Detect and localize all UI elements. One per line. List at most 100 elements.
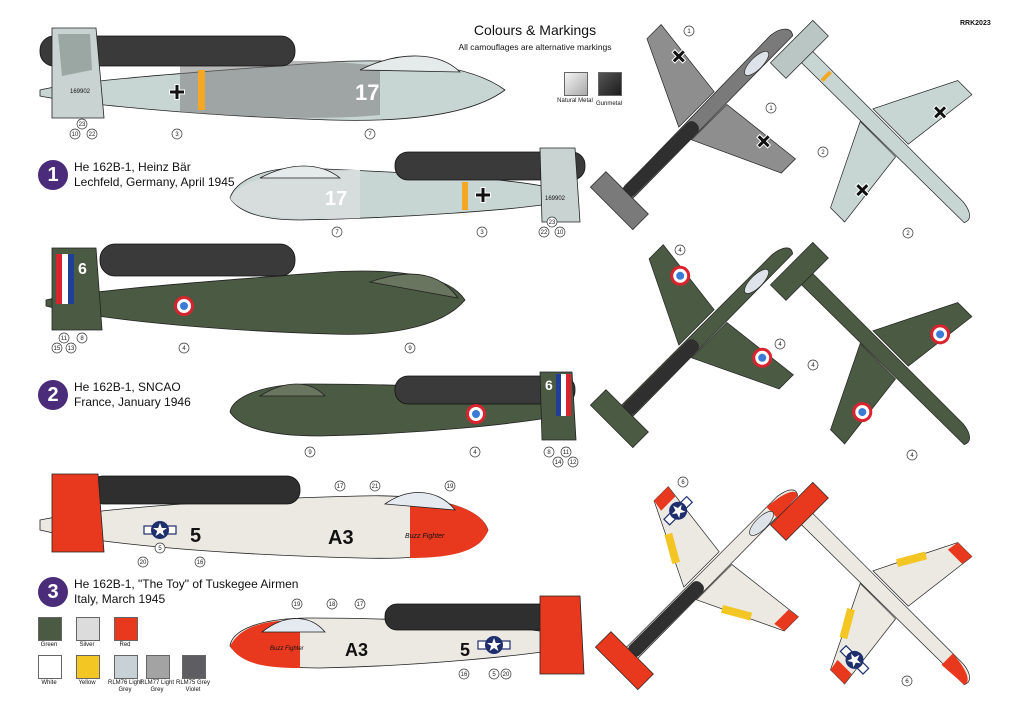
scheme-3-number: 3 [38,577,68,607]
scheme-3-plan-top [594,486,799,691]
callout-s1_side_bottom-4: 10 [554,226,566,238]
callout-s1_side_top-2: 22 [86,128,98,140]
callout-number: 4 [473,450,477,456]
callout-s3_side_top-5: 19 [444,480,456,492]
callout-number: 20 [503,672,510,678]
callout-number: 17 [337,484,344,490]
scheme-1-number: 1 [38,160,68,190]
scheme-3-line2: Italy, March 1945 [74,592,166,606]
callout-s2_side_top-5: 9 [404,342,416,354]
callout-number: 15 [54,346,61,352]
callout-s1_side_top-3: 3 [171,128,183,140]
palette-silver-label: Silver [79,642,95,648]
palette-silver-swatch [76,617,100,641]
callout-number: 9 [408,346,412,352]
scheme-2-caption: He 162B-1, SNCAO France, January 1946 [74,380,191,410]
callout-s3_side_bottom-5: 20 [500,668,512,680]
callout-s2_side_top-2: 13 [65,342,77,354]
scheme-3-side-view-lower: 5 A3 Buzz Fighter [229,595,585,675]
callout-s2_side_bottom-5: 12 [567,456,579,468]
callout-number: 4 [910,453,914,459]
callout-s3_side_bottom-0: 19 [291,598,303,610]
callout-number: 11 [563,450,570,456]
callout-s1_plan-1: 1 [765,102,777,114]
callout-s1_side_top-0: 10 [69,128,81,140]
scheme-2-side-view-lower: 6 [229,371,577,441]
callout-number: 17 [357,602,364,608]
colour-palette: Green Silver Red White Yellow RLM76 Ligh… [36,617,216,697]
callout-number: 23 [549,220,556,226]
scheme-2-number: 2 [38,380,68,410]
callout-number: 1 [769,106,773,112]
callout-s2_plan-3: 4 [906,449,918,461]
scheme-3-caption: He 162B-1, "The Toy" of Tuskegee Airmen … [74,577,298,607]
callout-number: 13 [68,346,75,352]
palette-rlm77-label: RLM77 Light Grey [139,680,175,693]
callout-s1_side_bottom-2: 22 [538,226,550,238]
scheme-3-code-letters-upper: A3 [328,527,354,549]
callout-s3_side_bottom-3: 16 [458,668,470,680]
scheme-3-plan-bottom [769,481,973,686]
callout-s2_side_top-3: 8 [76,332,88,344]
scheme-1-side-view-upper: 17 169902 [39,27,506,121]
callout-number: 21 [372,484,379,490]
scheme-1-line1: He 162B-1, Heinz Bär [74,160,191,174]
scheme-1-plan-top [589,24,796,231]
callout-s2_plan-0: 4 [674,244,686,256]
scheme-3-line1: He 162B-1, "The Toy" of Tuskegee Airmen [74,577,299,591]
callout-s1_side_bottom-3: 23 [546,216,558,228]
sheet-code: RRK2023 [960,20,991,27]
scheme-3-nose-art-lower: Buzz Fighter [270,646,305,652]
scheme-2-plan-top [589,244,794,449]
callout-number: 2 [906,231,910,237]
callout-s3_side_top-3: 17 [334,480,346,492]
callout-s1_plan-0: 1 [683,25,695,37]
callout-s3_side_bottom-2: 17 [354,598,366,610]
callout-number: 5 [492,672,496,678]
callout-s2_plan-1: 4 [774,338,786,350]
callout-s2_side_bottom-2: 8 [543,446,555,458]
callout-s3_side_top-4: 21 [369,480,381,492]
callout-number: 1 [687,29,691,35]
callout-s2_side_bottom-0: 9 [304,446,316,458]
callout-number: 20 [140,560,147,566]
scheme-3-code-number-lower: 5 [460,640,470,660]
callout-number: 8 [80,336,84,342]
callout-number: 11 [61,336,68,342]
scheme-2-code-number-upper: 6 [78,261,87,278]
callout-s3_side_bottom-4: 5 [488,668,500,680]
callout-number: 19 [294,602,301,608]
callout-s2_side_top-4: 4 [178,342,190,354]
callout-number: 22 [89,132,96,138]
callout-number: 18 [329,602,336,608]
scheme-2-code-number-lower: 6 [545,377,553,393]
palette-rlm75-swatch [182,655,206,679]
callout-number: 5 [158,546,162,552]
palette-rlm76-label: RLM76 Light Grey [107,680,143,693]
callout-number: 4 [182,346,186,352]
palette-yellow-swatch [76,655,100,679]
scheme-3-code-number-upper: 5 [190,525,201,547]
scheme-1-code-number-lower: 17 [325,188,347,210]
callout-s3_plan-0: 6 [677,476,689,488]
scheme-1-code-number-upper: 17 [355,80,379,105]
callout-number: 6 [905,679,909,685]
callout-s3_side_top-0: 20 [137,556,149,568]
natural-metal-swatch [564,72,588,96]
callout-s1_plan-2: 2 [817,146,829,158]
callout-number: 22 [541,230,548,236]
scheme-2-plan-bottom [769,241,973,446]
scheme-2-side-view-upper: 6 [45,243,466,335]
palette-white-swatch [38,655,62,679]
callout-number: 10 [72,132,79,138]
callout-number: 16 [461,672,468,678]
callout-s1_side_top-4: 7 [364,128,376,140]
scheme-1-tail-serial-lower: 169902 [545,196,566,202]
scheme-1-plan-bottom [769,19,973,224]
scheme-2-line2: France, January 1946 [74,395,191,409]
palette-red-label: Red [119,642,131,648]
callout-number: 6 [681,480,685,486]
callout-number: 4 [811,363,815,369]
palette-yellow-label: Yellow [78,680,96,686]
